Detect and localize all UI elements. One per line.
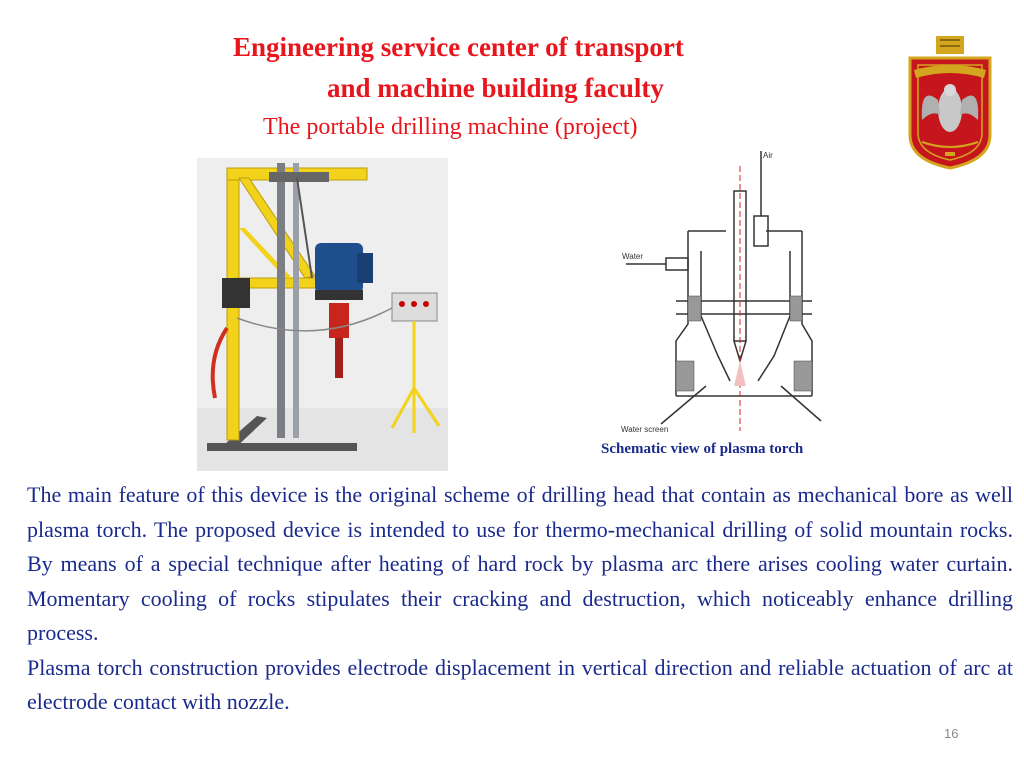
body-text: The main feature of this device is the o…: [27, 478, 1013, 720]
body-paragraph-1: The main feature of this device is the o…: [27, 482, 1013, 645]
slide-subtitle: The portable drilling machine (project): [263, 114, 638, 140]
plasma-torch-schematic: Air Water Water screen: [621, 151, 822, 434]
title-line-2: and machine building faculty: [327, 73, 664, 103]
air-label: Air: [763, 151, 773, 160]
title-line-1: Engineering service center of transport: [233, 32, 684, 62]
body-paragraph-2: Plasma torch construction provides elect…: [27, 654, 1013, 715]
water-label: Water: [622, 252, 643, 261]
water-screen-label: Water screen: [621, 425, 668, 434]
drilling-machine-illustration: [197, 158, 448, 471]
figure-caption: Schematic view of plasma torch: [601, 441, 804, 457]
university-crest-icon: [908, 36, 992, 170]
page-number: 16: [944, 726, 959, 741]
